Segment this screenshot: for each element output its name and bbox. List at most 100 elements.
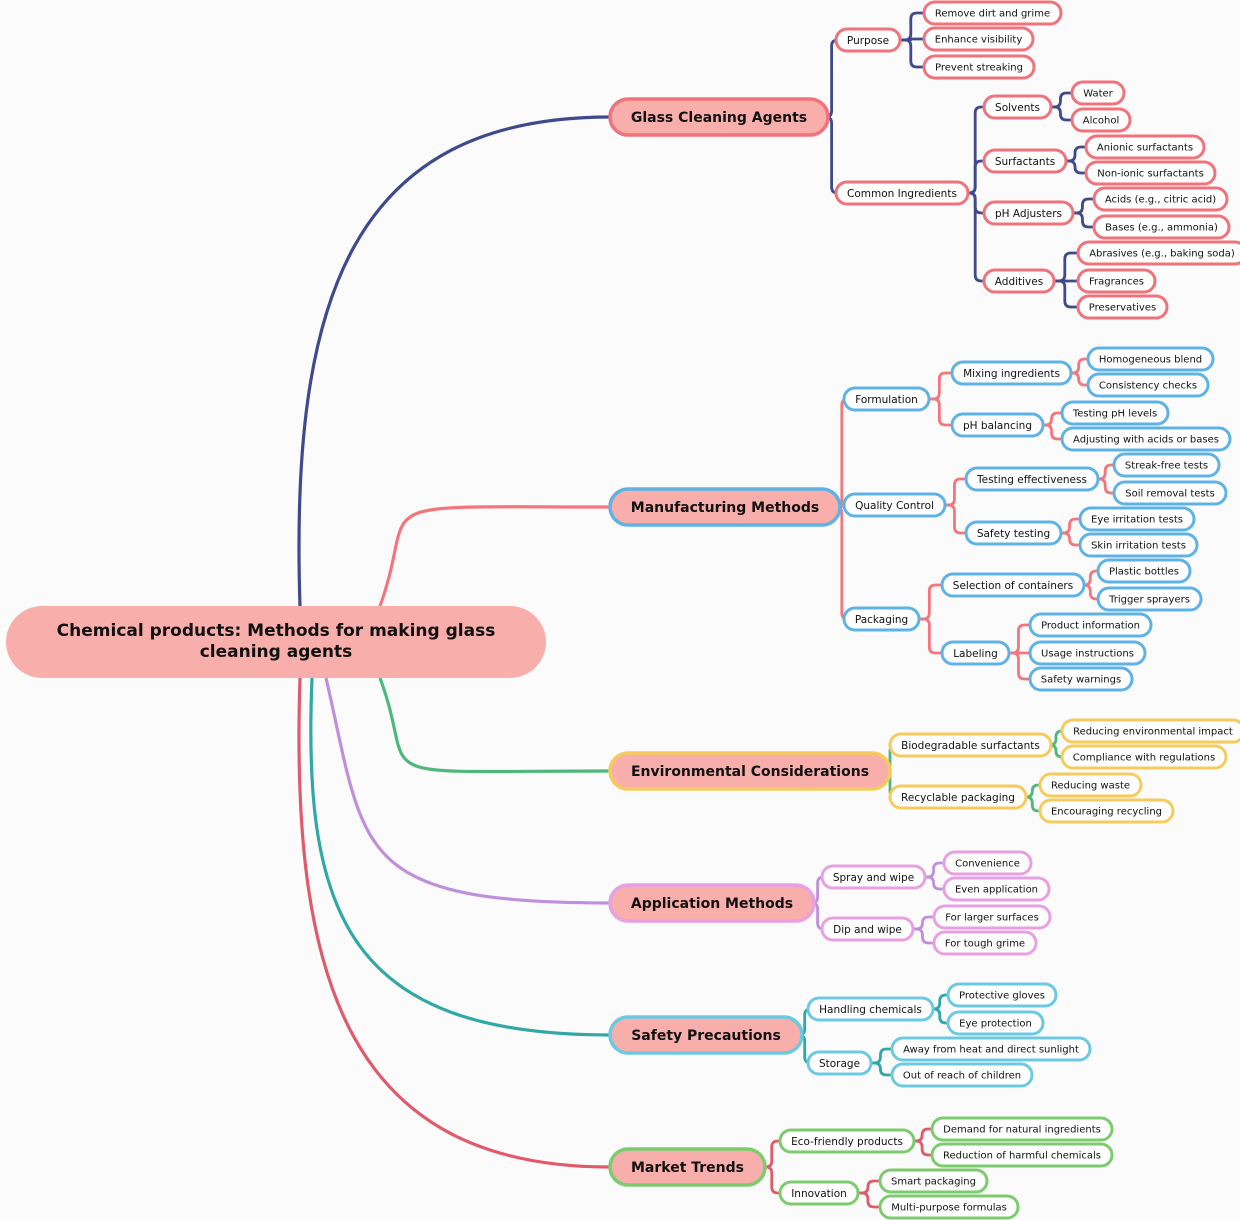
node-away-from-heat-and-direct-sunlight[interactable]: Away from heat and direct sunlight (890, 1036, 1092, 1062)
node-product-information[interactable]: Product information (1028, 612, 1153, 638)
main-topic-safety-precautions[interactable]: Safety Precautions (608, 1015, 804, 1055)
node-reducing-waste[interactable]: Reducing waste (1038, 772, 1143, 798)
node-demand-for-natural-ingredients[interactable]: Demand for natural ingredients (930, 1116, 1114, 1142)
node-purpose[interactable]: Purpose (834, 27, 902, 53)
node-remove-dirt-and-grime[interactable]: Remove dirt and grime (922, 0, 1063, 26)
node-testing-effectiveness-label: Testing effectiveness (976, 474, 1087, 486)
node-soil-removal-tests[interactable]: Soil removal tests (1112, 480, 1228, 506)
node-labeling[interactable]: Labeling (940, 640, 1011, 666)
node-additives-label: Additives (995, 276, 1043, 288)
node-compliance-with-regulations[interactable]: Compliance with regulations (1060, 744, 1228, 770)
node-ph-balancing[interactable]: pH balancing (950, 412, 1045, 438)
node-handling-chemicals[interactable]: Handling chemicals (806, 996, 935, 1022)
root-topic[interactable]: Chemical products: Methods for making gl… (6, 606, 546, 678)
node-innovation[interactable]: Innovation (778, 1180, 860, 1206)
node-enhance-visibility[interactable]: Enhance visibility (922, 26, 1035, 52)
main-topic-manufacturing-methods[interactable]: Manufacturing Methods (608, 487, 842, 527)
connector-line (1064, 145, 1088, 163)
node-abrasives-e-g-baking-soda[interactable]: Abrasives (e.g., baking soda) (1076, 240, 1240, 266)
node-trigger-sprayers[interactable]: Trigger sprayers (1096, 586, 1203, 612)
main-topic-environmental-considerations-label: Environmental Considerations (631, 764, 869, 780)
node-anionic-surfactants[interactable]: Anionic surfactants (1084, 134, 1206, 160)
main-topic-market-trends[interactable]: Market Trends (608, 1147, 767, 1187)
node-fragrances[interactable]: Fragrances (1076, 268, 1157, 294)
node-consistency-checks[interactable]: Consistency checks (1086, 372, 1210, 398)
node-preservatives[interactable]: Preservatives (1076, 294, 1169, 320)
connector-line (966, 191, 986, 283)
connector-line (943, 477, 968, 507)
node-out-of-reach-of-children[interactable]: Out of reach of children (890, 1062, 1034, 1088)
node-mixing-ingredients[interactable]: Mixing ingredients (950, 360, 1073, 386)
node-quality-control[interactable]: Quality Control (842, 492, 947, 518)
node-storage[interactable]: Storage (806, 1050, 873, 1076)
node-trigger-sprayers-label: Trigger sprayers (1108, 595, 1190, 606)
node-formulation[interactable]: Formulation (842, 386, 931, 412)
node-non-ionic-surfactants[interactable]: Non-ionic surfactants (1084, 160, 1217, 186)
node-bases-e-g-ammonia[interactable]: Bases (e.g., ammonia) (1092, 214, 1231, 240)
node-reducing-waste-label: Reducing waste (1051, 781, 1130, 792)
node-dip-and-wipe[interactable]: Dip and wipe (820, 916, 915, 942)
branch-curve (378, 505, 611, 607)
connector-line (1052, 279, 1080, 309)
main-topic-environmental-considerations[interactable]: Environmental Considerations (608, 751, 892, 791)
node-recyclable-packaging[interactable]: Recyclable packaging (888, 784, 1028, 810)
main-topic-application-methods[interactable]: Application Methods (608, 883, 816, 923)
connector-line (912, 1139, 934, 1157)
node-prevent-streaking[interactable]: Prevent streaking (922, 54, 1036, 80)
node-for-larger-surfaces[interactable]: For larger surfaces (932, 904, 1052, 930)
node-recyclable-packaging-label: Recyclable packaging (901, 792, 1015, 804)
main-topic-market-trends-label: Market Trends (631, 1160, 744, 1176)
node-smart-packaging[interactable]: Smart packaging (878, 1168, 989, 1194)
node-consistency-checks-label: Consistency checks (1099, 381, 1197, 392)
node-even-application[interactable]: Even application (942, 876, 1051, 902)
node-convenience-label: Convenience (955, 859, 1020, 870)
connector-line (835, 397, 848, 509)
node-eye-irritation-tests[interactable]: Eye irritation tests (1078, 506, 1196, 532)
connector-line (911, 927, 936, 945)
node-alcohol[interactable]: Alcohol (1070, 107, 1132, 133)
node-prevent-streaking-label: Prevent streaking (935, 63, 1023, 74)
node-plastic-bottles[interactable]: Plastic bottles (1096, 558, 1192, 584)
node-eco-friendly-products[interactable]: Eco-friendly products (778, 1128, 916, 1154)
node-additives[interactable]: Additives (982, 268, 1056, 294)
node-adjusting-with-acids-or-bases[interactable]: Adjusting with acids or bases (1060, 426, 1232, 452)
node-spray-and-wipe[interactable]: Spray and wipe (820, 864, 927, 890)
node-common-ingredients-label: Common Ingredients (847, 188, 957, 200)
node-soil-removal-tests-label: Soil removal tests (1125, 489, 1215, 500)
node-reducing-environmental-impact[interactable]: Reducing environmental impact (1060, 718, 1240, 744)
node-surfactants[interactable]: Surfactants (982, 148, 1068, 174)
main-topic-glass-cleaning-agents[interactable]: Glass Cleaning Agents (608, 97, 830, 137)
node-safety-warnings[interactable]: Safety warnings (1028, 666, 1134, 692)
node-multi-purpose-formulas[interactable]: Multi-purpose formulas (878, 1194, 1020, 1220)
node-selection-of-containers[interactable]: Selection of containers (940, 572, 1086, 598)
node-for-tough-grime[interactable]: For tough grime (932, 930, 1038, 956)
node-common-ingredients[interactable]: Common Ingredients (834, 180, 970, 206)
connector-line (911, 915, 936, 931)
branch-curve (297, 677, 611, 1169)
node-skin-irritation-tests[interactable]: Skin irritation tests (1078, 532, 1199, 558)
node-testing-effectiveness[interactable]: Testing effectiveness (964, 466, 1100, 492)
node-solvents[interactable]: Solvents (982, 94, 1053, 120)
node-protective-gloves-label: Protective gloves (959, 991, 1045, 1002)
node-safety-testing[interactable]: Safety testing (964, 520, 1063, 546)
node-ph-adjusters[interactable]: pH Adjusters (982, 200, 1075, 226)
connector-line (927, 371, 954, 401)
main-topic-glass-cleaning-agents-label: Glass Cleaning Agents (631, 110, 807, 126)
node-acids-e-g-citric-acid[interactable]: Acids (e.g., citric acid) (1092, 186, 1229, 212)
node-homogeneous-blend[interactable]: Homogeneous blend (1086, 346, 1215, 372)
root-topic-label: Chemical products: Methods for making gl… (56, 621, 496, 662)
node-usage-instructions[interactable]: Usage instructions (1028, 640, 1147, 666)
node-packaging[interactable]: Packaging (842, 606, 921, 632)
node-reduction-of-harmful-chemicals[interactable]: Reduction of harmful chemicals (930, 1142, 1114, 1168)
node-skin-irritation-tests-label: Skin irritation tests (1091, 541, 1186, 552)
node-encouraging-recycling[interactable]: Encouraging recycling (1038, 798, 1175, 824)
node-water[interactable]: Water (1070, 80, 1126, 106)
connector-line (1059, 531, 1082, 547)
node-streak-free-tests[interactable]: Streak-free tests (1112, 452, 1221, 478)
node-protective-gloves[interactable]: Protective gloves (946, 982, 1058, 1008)
node-biodegradable-surfactants[interactable]: Biodegradable surfactants (888, 732, 1053, 758)
node-testing-ph-levels[interactable]: Testing pH levels (1060, 400, 1170, 426)
node-eye-protection[interactable]: Eye protection (946, 1010, 1045, 1036)
node-convenience[interactable]: Convenience (942, 850, 1033, 876)
